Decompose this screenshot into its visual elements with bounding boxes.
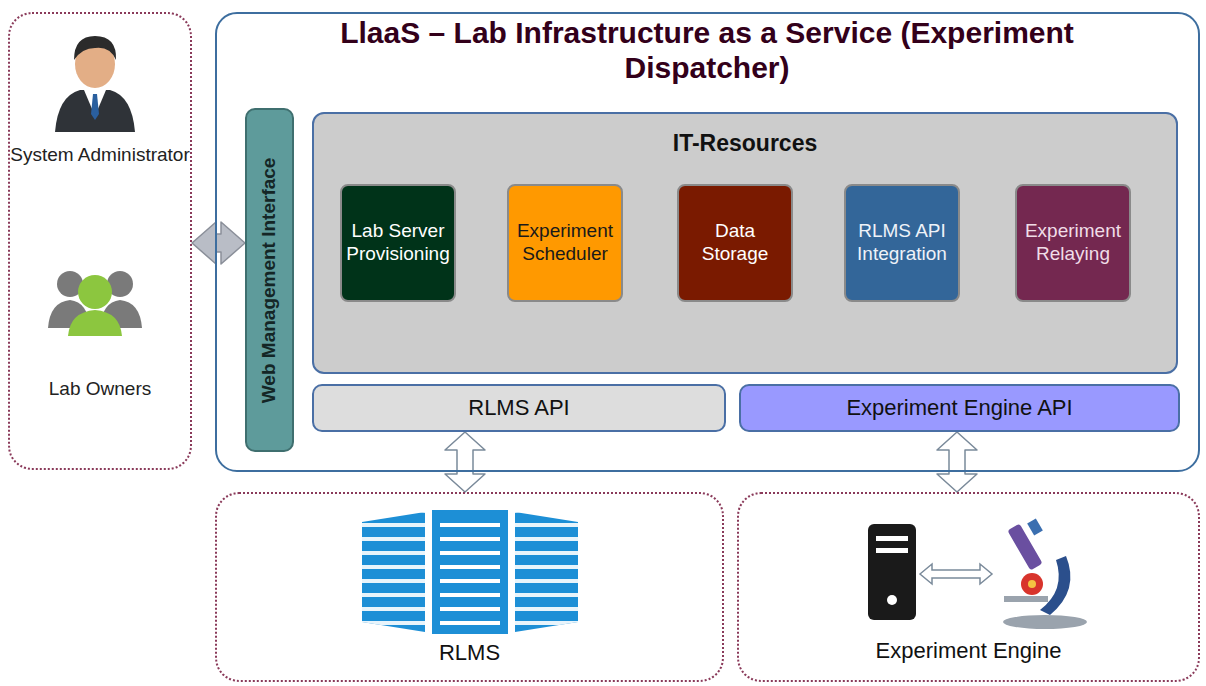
server-icon [362,510,578,634]
microscope-plate [1004,596,1048,602]
computer-tower [868,524,916,620]
server-slots [362,512,425,632]
text-slot: Experiment Engine [737,638,1200,664]
text-slot: IT-Resources [312,130,1178,158]
resource-box: Data Storage [677,184,793,302]
block-arrow [192,222,245,264]
text-slot: LlaaS – Lab Infrastructure as a Service … [327,16,1087,85]
computer-icon [868,524,916,620]
management-band: Web Management Interface [245,108,294,452]
server-rack [432,510,508,634]
microscope-arm [1040,556,1070,615]
owners-icon [48,271,142,336]
server-rack [362,512,425,632]
server-slots [440,518,500,626]
text-slot: System Administrator [8,144,192,167]
owner-body [68,310,122,336]
label-text: Experiment Relaying [1021,220,1125,266]
resource-box: Experiment Relaying [1015,184,1131,302]
block-arrow [445,432,485,492]
label-text: RLMS [215,640,724,666]
computer-slot [876,536,908,541]
label-text: Web Management Interface [258,157,281,403]
label-text: System Administrator [8,144,192,167]
resource-box: Lab Server Provisioning [340,184,456,302]
label-text: Lab Server Provisioning [346,220,450,266]
owner-head [78,275,112,309]
engine-box: Experiment Engine [737,492,1200,682]
resource-box: Experiment Scheduler [507,184,623,302]
actors-box: System AdministratorLab Owners [8,12,192,470]
resource-box: RLMS API Integration [844,184,960,302]
label-text: Experiment Engine API [846,395,1072,421]
service-frame: LlaaS – Lab Infrastructure as a Service … [215,12,1200,472]
link-arrow [920,564,992,584]
admin-tie [91,94,99,120]
resources-panel: IT-ResourcesLab Server Provisioning Exper… [312,112,1178,374]
label-text: RLMS API Integration [850,220,954,266]
block-arrow [937,432,977,492]
api-band: RLMS API [312,384,726,432]
label-text: RLMS API [468,395,569,421]
admin-hair [74,36,116,60]
rlms-box: RLMS [215,492,724,682]
label-text: Experiment Engine [737,638,1200,664]
admin-suit [55,90,135,132]
text-slot: Lab Owners [8,378,192,401]
microscope-icon [1003,518,1087,629]
server-slots [515,512,578,632]
microscope-knob [1028,580,1036,588]
label-text: Lab Owners [8,378,192,401]
computer-slot [876,548,908,553]
api-band: Experiment Engine API [739,384,1180,432]
microscope-stage [1021,573,1043,595]
text-slot: RLMS [215,640,724,666]
computer-button [887,595,897,605]
label-text: Data Storage [683,220,787,266]
microscope-base [1003,615,1087,629]
label-text: IT-Resources [312,130,1178,158]
label-text: Experiment Scheduler [513,220,617,266]
server-rack [515,512,578,632]
label-text: LlaaS – Lab Infrastructure as a Service … [327,16,1087,85]
microscope-eyepiece [1027,518,1043,535]
admin-icon [55,36,135,132]
